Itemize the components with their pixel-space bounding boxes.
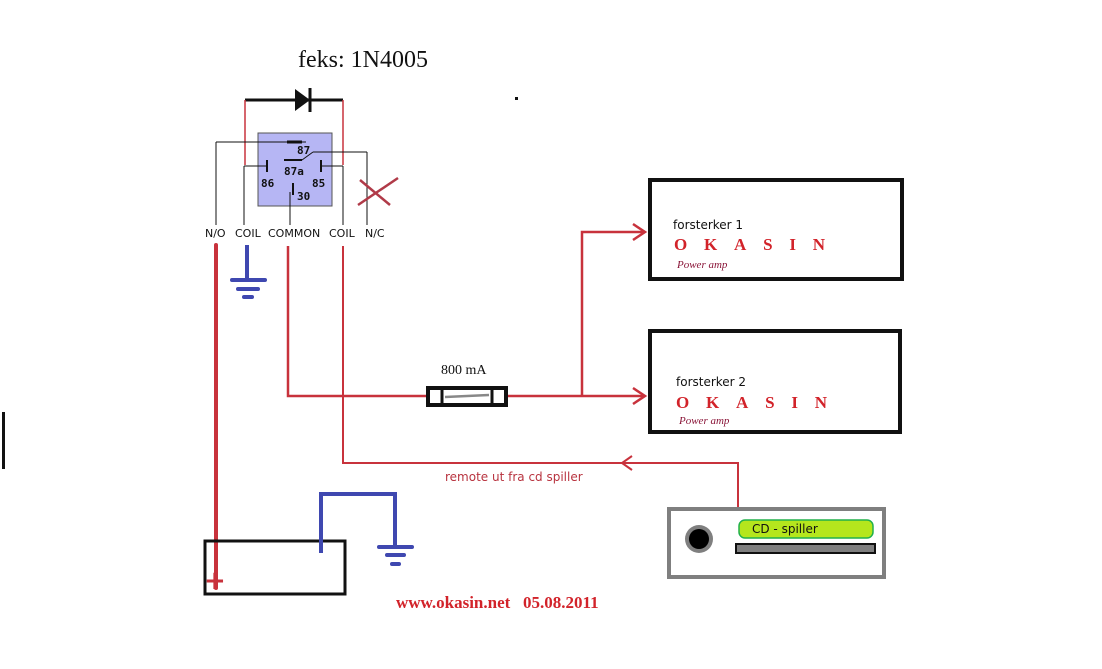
amp2-name: forsterker 2: [676, 375, 746, 389]
amplifier-1: forsterker 1 OKASIN Power amp: [648, 178, 904, 281]
amplifier-2: forsterker 2 OKASIN Power amp: [648, 329, 902, 434]
terminal-no: N/O: [205, 227, 226, 240]
fuse-element: [444, 393, 490, 399]
fuse-label: 800 mA: [441, 363, 487, 378]
relay: 87 87a 86 85 30: [215, 132, 368, 225]
arrow-amp1-icon: [632, 222, 648, 242]
arrow-amp2-icon: [632, 386, 648, 406]
nc-cross-icon: [357, 176, 399, 207]
edge-artifact: [2, 412, 5, 469]
ground-icon-coil: [230, 245, 267, 299]
terminal-common: COMMON: [268, 227, 320, 240]
diode-symbol: [244, 88, 344, 165]
amp2-box: [648, 329, 902, 434]
cd-knob-icon: [689, 529, 709, 549]
wire-to-amp1: [580, 230, 645, 396]
battery-plus-icon: +: [204, 566, 226, 596]
pin-87a: 87a: [284, 165, 304, 178]
pin-85: 85: [312, 177, 325, 190]
amp1-box: [648, 178, 904, 281]
fuse: [426, 386, 508, 407]
pin-86: 86: [261, 177, 275, 190]
footer-text: www.okasin.net 05.08.2011: [396, 593, 599, 612]
amp1-subtitle: Power amp: [676, 259, 728, 271]
arrow-remote-icon: [620, 455, 633, 471]
relay-body: [257, 132, 333, 207]
cd-slot: [735, 543, 876, 554]
terminal-coil-right: COIL: [329, 227, 356, 240]
amp2-subtitle: Power amp: [678, 415, 730, 427]
wire-battery-negative: [319, 492, 397, 553]
relay-switch-arm: [301, 151, 314, 161]
amp1-name: forsterker 1: [673, 218, 743, 232]
terminal-coil-left: COIL: [235, 227, 262, 240]
cd-label: CD - spiller: [752, 522, 818, 536]
diode-triangle: [295, 89, 310, 111]
wire-common-to-fuse: [286, 246, 428, 398]
terminal-nc: N/C: [365, 227, 385, 240]
remote-label: remote ut fra cd spiller: [445, 470, 583, 484]
pin-87: 87: [297, 144, 310, 157]
ground-icon-battery: [377, 545, 414, 566]
cd-display: [738, 519, 874, 539]
battery-box: [203, 539, 347, 596]
pin-30: 30: [297, 190, 310, 203]
cd-player: CD - spiller: [667, 507, 886, 579]
battery: +: [203, 492, 397, 596]
diode-label: feks: 1N4005: [298, 47, 428, 73]
wire-remote: [342, 246, 739, 508]
stray-dot: [515, 97, 518, 100]
